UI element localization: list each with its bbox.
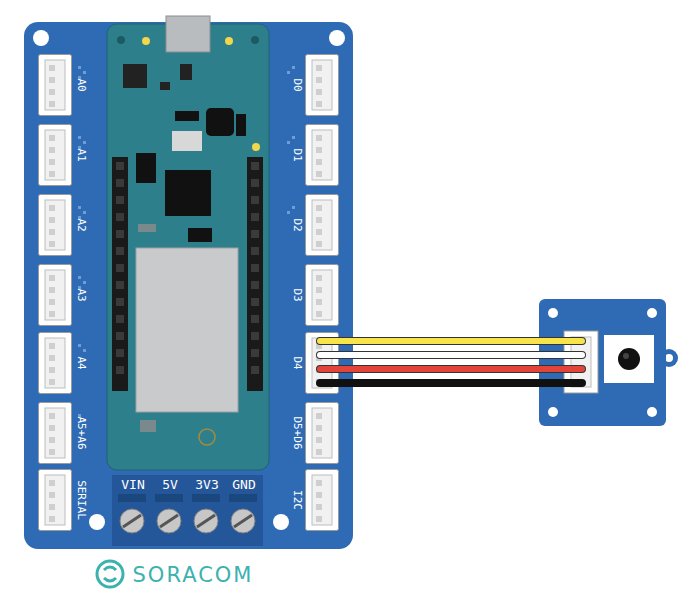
- port-label: D0: [292, 78, 303, 91]
- port-label: A1: [76, 148, 87, 161]
- port-label: D3: [292, 288, 303, 301]
- power-pin-label: VIN: [121, 478, 144, 491]
- pin-holes: [116, 162, 259, 374]
- port-label: I2C: [292, 490, 303, 510]
- terminal-screw: [118, 494, 257, 533]
- port-label: A2: [76, 218, 87, 231]
- terminal-block: [112, 475, 263, 546]
- power-pin-label: 3V3: [195, 478, 218, 491]
- button-module: [539, 299, 678, 426]
- brand-name: SORACOM: [133, 565, 254, 586]
- carrier-board: [24, 22, 353, 549]
- port-label: D1: [292, 148, 303, 161]
- soracom-logo-mark: [97, 561, 123, 587]
- port-label: D2: [292, 218, 303, 231]
- port-label: A3: [76, 288, 87, 301]
- mkr-board: [107, 24, 269, 470]
- grove-cable: [320, 341, 582, 383]
- port-label: A0: [76, 78, 87, 91]
- port-label: A5+A6: [76, 416, 87, 449]
- port-label: A4: [76, 356, 87, 369]
- pin-header: [112, 157, 263, 391]
- port-label: SERIAL: [76, 480, 87, 520]
- mkr-components: [117, 16, 260, 445]
- port-label: D5+D6: [292, 416, 303, 449]
- power-pin-label: GND: [232, 478, 255, 491]
- power-pin-label: 5V: [162, 478, 178, 491]
- port-label: D4: [292, 356, 303, 369]
